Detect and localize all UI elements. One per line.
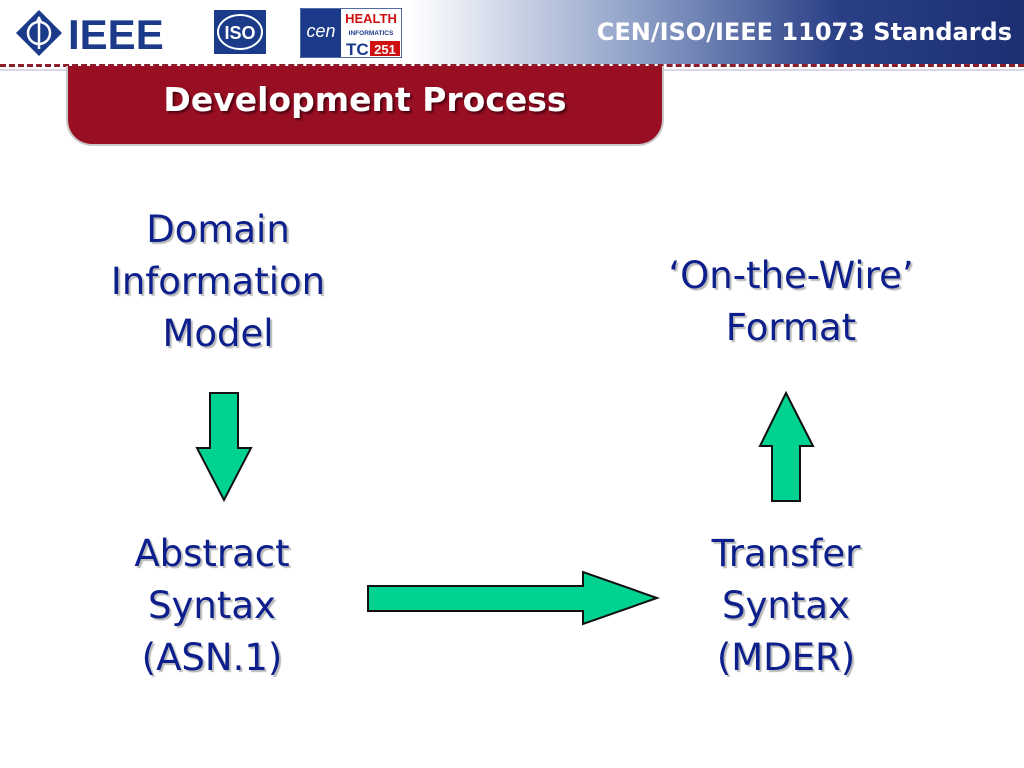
node-line: Abstract	[134, 532, 290, 575]
node-on-the-wire-format: ‘On-the-Wire’ Format	[626, 250, 956, 354]
iso-logo: ISO	[214, 10, 266, 54]
node-line: (ASN.1)	[141, 636, 283, 679]
header-bar	[0, 0, 1024, 64]
arrow-transfer-to-wire	[758, 390, 815, 502]
node-line: Syntax	[148, 584, 276, 627]
tc-logo-text: TC	[346, 40, 369, 58]
tc-number-logo-text: 251	[374, 42, 396, 57]
node-line: (MDER)	[716, 636, 856, 679]
node-line: Information	[110, 260, 326, 303]
header-divider	[0, 64, 1024, 67]
cen-tc251-logo: cen HEALTH INFORMATICS TC 251	[300, 8, 402, 58]
title-tab	[66, 66, 664, 146]
arrow-abstract-to-transfer	[367, 570, 661, 626]
node-line: Model	[162, 312, 274, 355]
slide-title: Development Process	[163, 80, 567, 119]
node-transfer-syntax: Transfer Syntax (MDER)	[666, 528, 906, 684]
iso-logo-text: ISO	[224, 23, 255, 43]
node-line: Transfer	[711, 532, 861, 575]
informatics-logo-text: INFORMATICS	[349, 30, 394, 37]
cen-logo-text: cen	[306, 21, 335, 41]
node-domain-information-model: Domain Information Model	[78, 204, 358, 360]
health-logo-text: HEALTH	[345, 11, 397, 26]
node-line: Syntax	[722, 584, 850, 627]
arrow-domain-to-abstract	[195, 392, 253, 503]
node-line: Domain	[146, 208, 290, 251]
standards-title: CEN/ISO/IEEE 11073 Standards	[596, 18, 1012, 46]
node-line: Format	[725, 306, 857, 349]
ieee-logo-text: IEEE	[68, 11, 164, 58]
node-abstract-syntax: Abstract Syntax (ASN.1)	[92, 528, 332, 684]
ieee-logo: IEEE	[16, 10, 164, 58]
node-line: ‘On-the-Wire’	[668, 254, 914, 297]
